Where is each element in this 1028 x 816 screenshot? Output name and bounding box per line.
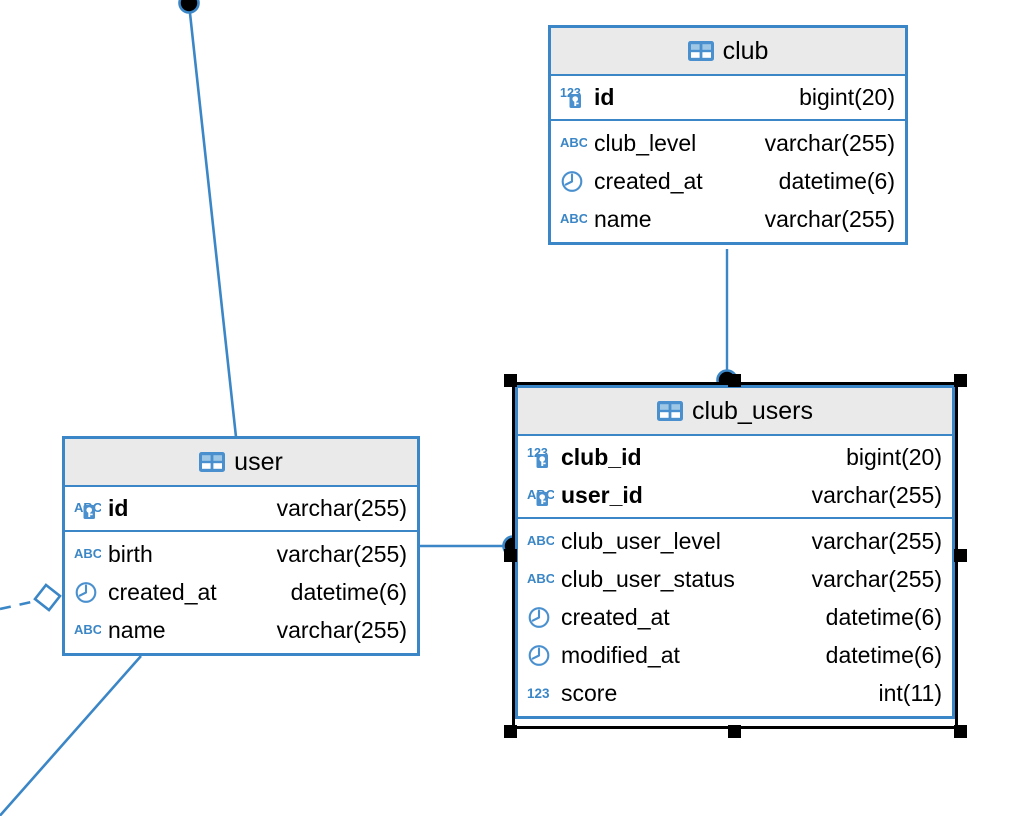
column-name: club_user_level	[561, 527, 721, 554]
column-name: id	[594, 83, 615, 110]
column-type: datetime(6)	[825, 641, 942, 668]
column-type: varchar(255)	[811, 565, 942, 592]
column-row-club_users-club_user_level[interactable]: ABC club_user_level varchar(255)	[518, 522, 952, 560]
endpoint-marker-offscreen-top	[178, 0, 200, 14]
entity-table-club[interactable]: club 123 id bigint(20)	[548, 25, 908, 245]
selection-edge-bottom	[515, 726, 955, 729]
column-section-club: ABC club_level varchar(255) created_at d…	[551, 121, 905, 242]
primary-key-section-club_users: 123 club_id bigint(20) ABC	[518, 436, 952, 519]
column-row-club_users-score[interactable]: 123 score int(11)	[518, 674, 952, 712]
svg-text:123: 123	[527, 686, 550, 701]
column-type: datetime(6)	[778, 167, 895, 194]
selection-edge-right	[955, 385, 958, 726]
number-key-icon: 123	[560, 84, 587, 110]
svg-text:ABC: ABC	[527, 571, 554, 586]
column-name: score	[561, 679, 618, 706]
column-row-user-name[interactable]: ABC name varchar(255)	[65, 611, 417, 649]
table-icon	[199, 452, 226, 472]
column-row-club_users-club_user_status[interactable]: ABC club_user_status varchar(255)	[518, 560, 952, 598]
column-name: created_at	[108, 578, 217, 605]
clock-icon	[74, 579, 101, 605]
column-row-club-id[interactable]: 123 id bigint(20)	[551, 78, 905, 116]
selection-handle-bottom-left[interactable]	[504, 725, 517, 738]
edge-offscreen-top-to-user	[187, 3, 238, 438]
abc-key-icon: ABC	[74, 495, 103, 521]
number-key-icon: 123	[527, 444, 554, 470]
column-row-club-created_at[interactable]: created_at datetime(6)	[551, 162, 905, 200]
column-row-club_users-modified_at[interactable]: modified_at datetime(6)	[518, 636, 952, 674]
column-row-club-club_level[interactable]: ABC club_level varchar(255)	[551, 124, 905, 162]
svg-text:ABC: ABC	[527, 533, 554, 548]
column-type: varchar(255)	[811, 481, 942, 508]
column-name: club_id	[561, 443, 642, 470]
entity-title-club_users: club_users	[692, 396, 813, 425]
column-name: name	[594, 205, 652, 232]
column-name: modified_at	[561, 641, 680, 668]
column-name: created_at	[561, 603, 670, 630]
column-name: club_user_status	[561, 565, 735, 592]
column-section-club_users: ABC club_user_level varchar(255) ABC clu…	[518, 519, 952, 716]
column-type: varchar(255)	[811, 527, 942, 554]
clock-icon	[560, 168, 587, 194]
entity-table-club_users[interactable]: club_users 123 club_id bigint(20)	[515, 385, 955, 719]
table-icon	[657, 401, 684, 421]
column-name: birth	[108, 540, 153, 567]
column-name: name	[108, 616, 166, 643]
svg-text:ABC: ABC	[560, 211, 587, 226]
abc-key-icon: ABC	[527, 482, 556, 508]
table-icon	[687, 41, 714, 61]
column-section-user: ABC birth varchar(255) created_at dateti…	[65, 532, 417, 653]
selection-handle-top-right[interactable]	[954, 374, 967, 387]
column-row-club_users-club_id[interactable]: 123 club_id bigint(20)	[518, 438, 952, 476]
edge-offscreen-left-to-user-dashed	[0, 599, 37, 611]
entity-header-club: club	[551, 28, 905, 76]
svg-text:ABC: ABC	[74, 546, 101, 561]
column-name: created_at	[594, 167, 703, 194]
column-type: varchar(255)	[276, 540, 407, 567]
entity-title-user: user	[234, 447, 283, 476]
abc-icon: ABC	[527, 566, 556, 592]
selection-handle-bottom-center[interactable]	[728, 725, 741, 738]
column-type: int(11)	[878, 679, 943, 706]
column-name: user_id	[561, 481, 643, 508]
column-type: varchar(255)	[276, 494, 407, 521]
number-icon: 123	[527, 680, 554, 706]
clock-icon	[527, 642, 554, 668]
column-type: varchar(255)	[276, 616, 407, 643]
diamond-marker-icon	[33, 583, 62, 612]
svg-text:ABC: ABC	[560, 135, 587, 150]
column-type: bigint(20)	[846, 443, 942, 470]
column-type: varchar(255)	[764, 205, 895, 232]
primary-key-section-club: 123 id bigint(20)	[551, 76, 905, 121]
column-type: datetime(6)	[290, 578, 407, 605]
column-row-club_users-created_at[interactable]: created_at datetime(6)	[518, 598, 952, 636]
column-row-user-birth[interactable]: ABC birth varchar(255)	[65, 535, 417, 573]
entity-header-user: user	[65, 439, 417, 487]
selection-handle-middle-right[interactable]	[954, 549, 967, 562]
abc-icon: ABC	[74, 541, 103, 567]
column-name: club_level	[594, 129, 697, 156]
selection-handle-bottom-right[interactable]	[954, 725, 967, 738]
column-row-club-name[interactable]: ABC name varchar(255)	[551, 200, 905, 238]
entity-title-club: club	[722, 36, 769, 65]
column-row-user-created_at[interactable]: created_at datetime(6)	[65, 573, 417, 611]
column-name: id	[108, 494, 129, 521]
column-row-user-id[interactable]: ABC id varchar(255)	[65, 489, 417, 527]
abc-icon: ABC	[527, 528, 556, 554]
column-type: bigint(20)	[799, 83, 895, 110]
primary-key-section-user: ABC id varchar(255)	[65, 487, 417, 532]
svg-text:ABC: ABC	[74, 622, 101, 637]
abc-icon: ABC	[74, 617, 103, 643]
entity-header-club_users: club_users	[518, 388, 952, 436]
column-type: datetime(6)	[825, 603, 942, 630]
clock-icon	[527, 604, 554, 630]
abc-icon: ABC	[560, 130, 589, 156]
entity-table-user[interactable]: user ABC id varchar(255)	[62, 436, 420, 656]
edge-user-to-offscreen-bottom	[0, 655, 142, 816]
abc-icon: ABC	[560, 206, 589, 232]
column-type: varchar(255)	[764, 129, 895, 156]
column-row-club_users-user_id[interactable]: ABC user_id varchar(255)	[518, 476, 952, 514]
